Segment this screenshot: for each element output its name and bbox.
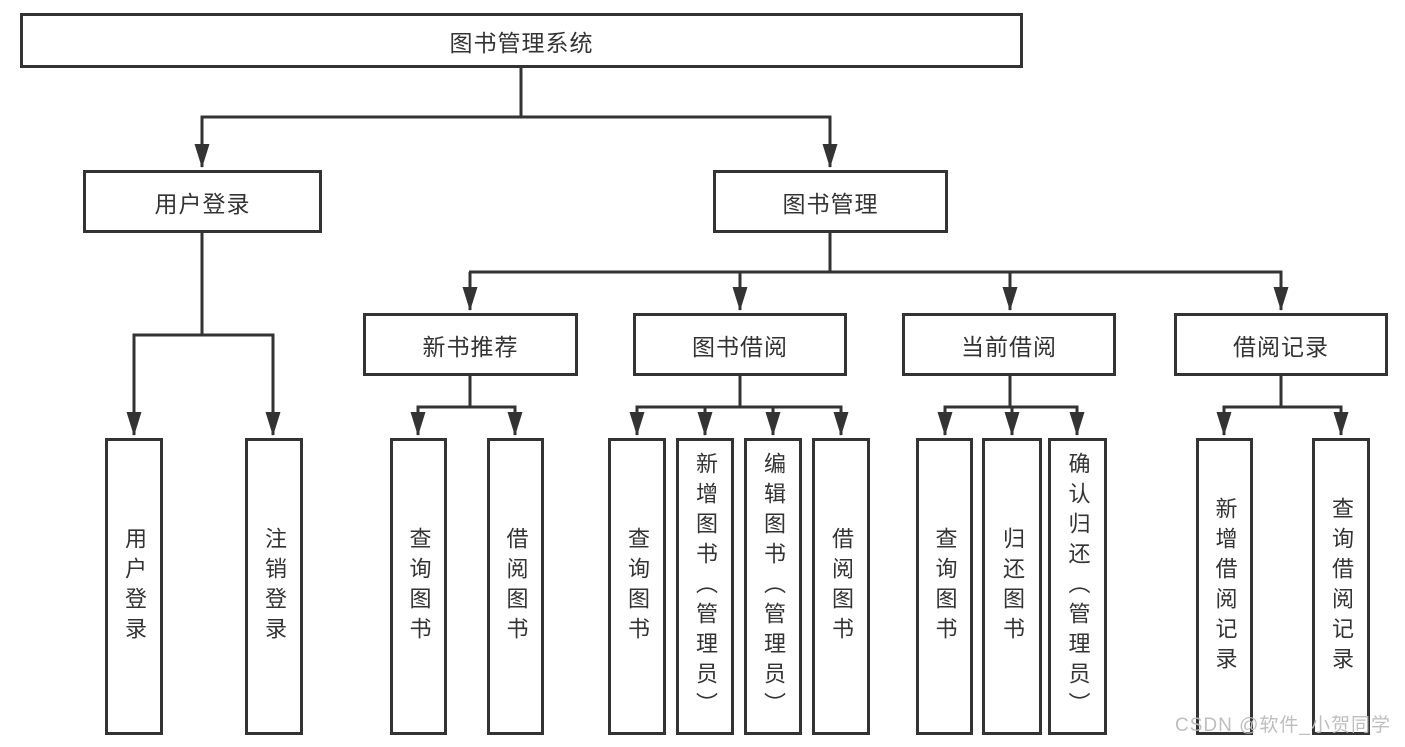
- leaf-add-book-admin: 新增图书（管理员）: [676, 438, 734, 735]
- leaf-user-login: 用户登录: [105, 438, 163, 735]
- leaf-query-books-recommend: 查询图书: [390, 438, 447, 735]
- node-borrow-records: 借阅记录: [1174, 313, 1388, 376]
- leaf-query-books-current: 查询图书: [916, 438, 973, 735]
- node-user-login: 用户登录: [83, 170, 322, 233]
- leaf-borrow-books-borrowing: 借阅图书: [812, 438, 870, 735]
- leaf-logout: 注销登录: [245, 438, 303, 735]
- node-book-management: 图书管理: [713, 170, 948, 233]
- leaf-add-borrow-record: 新增借阅记录: [1196, 438, 1253, 735]
- leaf-query-borrow-record: 查询借阅记录: [1312, 438, 1370, 735]
- node-library-system: 图书管理系统: [20, 13, 1023, 68]
- leaf-confirm-return-admin: 确认归还（管理员）: [1048, 438, 1107, 735]
- node-book-borrowing: 图书借阅: [633, 313, 847, 376]
- leaf-edit-book-admin: 编辑图书（管理员）: [744, 438, 802, 735]
- leaf-return-book: 归还图书: [982, 438, 1042, 735]
- watermark: CSDN @软件_小贺同学: [1175, 715, 1391, 736]
- node-current-borrowing: 当前借阅: [902, 313, 1116, 376]
- leaf-query-books-borrowing: 查询图书: [608, 438, 666, 735]
- leaf-borrow-books-recommend: 借阅图书: [487, 438, 544, 735]
- node-new-book-recommend: 新书推荐: [363, 313, 578, 376]
